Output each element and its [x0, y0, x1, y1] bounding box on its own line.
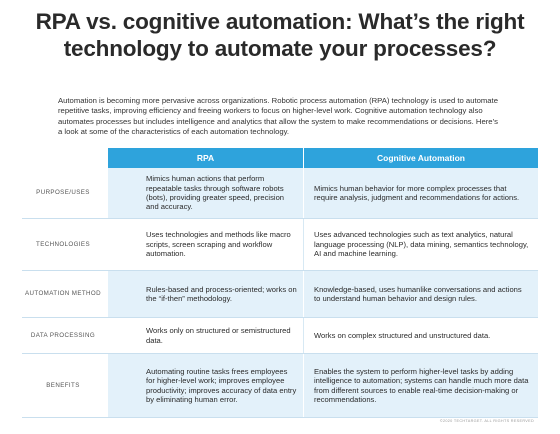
cognitive-cell: Uses advanced technologies such as text … — [314, 230, 529, 259]
header-spacer — [22, 148, 108, 168]
rpa-cell: Automating routine tasks frees employees… — [108, 354, 304, 417]
cognitive-cell: Enables the system to perform higher-lev… — [304, 354, 538, 417]
row-label: Benefits — [46, 381, 80, 389]
header-rpa: RPA — [108, 148, 304, 168]
rpa-cell: Works only on structured or semistructur… — [108, 318, 304, 353]
cognitive-cell: Works on complex structured and unstruct… — [314, 330, 491, 340]
table-header-row: RPA Cognitive Automation — [22, 148, 538, 168]
intro-paragraph: Automation is becoming more pervasive ac… — [58, 96, 498, 136]
table-row: Benefits Automating routine tasks frees … — [22, 354, 538, 418]
table-row: Technologies Uses technologies and metho… — [22, 219, 538, 271]
table-row: Purpose/Uses Mimics human actions that p… — [22, 168, 538, 219]
rpa-cell: Mimics human actions that perform repeat… — [108, 168, 304, 218]
rpa-cell: Uses technologies and methods like macro… — [108, 219, 304, 270]
table-row: Data processing Works only on structured… — [22, 318, 538, 354]
row-label: Data processing — [30, 331, 96, 339]
page-title: RPA vs. cognitive automation: What’s the… — [35, 9, 525, 61]
cognitive-cell: Mimics human behavior for more complex p… — [304, 168, 538, 218]
rpa-cell: Rules-based and process-oriented; works … — [108, 271, 304, 317]
cognitive-cell: Knowledge-based, uses humanlike conversa… — [304, 271, 538, 317]
table-row: Automation method Rules-based and proces… — [22, 271, 538, 318]
row-label: Purpose/Uses — [36, 189, 90, 196]
comparison-table: RPA Cognitive Automation Purpose/Uses Mi… — [22, 148, 538, 418]
header-cognitive-automation: Cognitive Automation — [304, 148, 538, 168]
row-label: Automation method — [24, 290, 101, 297]
copyright-credit: ©2020 TECHTARGET. ALL RIGHTS RESERVED — [439, 419, 534, 423]
row-label: Technologies — [36, 240, 90, 248]
